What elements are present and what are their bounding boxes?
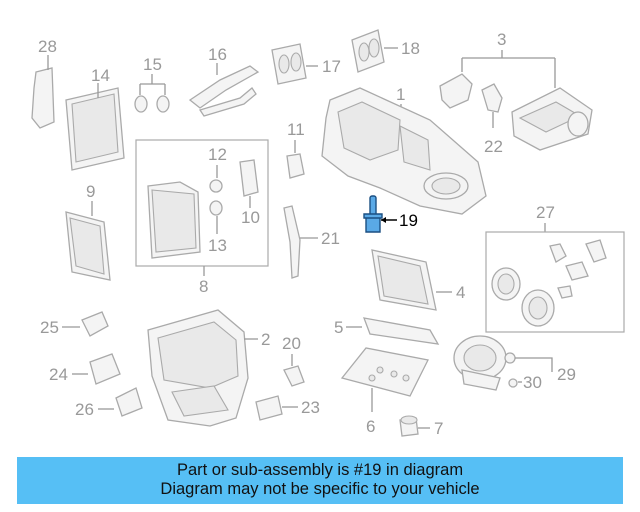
callout-4: 4 [456, 283, 465, 302]
callout-2: 2 [261, 330, 270, 349]
part-8-group: 12 13 10 8 [135, 139, 269, 296]
callout-25: 25 [40, 318, 59, 337]
callout-3: 3 [497, 30, 506, 49]
callout-21: 21 [321, 229, 340, 248]
callout-23: 23 [301, 398, 320, 417]
part-4-filter: 4 [371, 249, 465, 311]
part-7-grommet: 7 [399, 415, 443, 438]
part-18-gasket: 18 [351, 29, 420, 73]
callout-10: 10 [241, 208, 260, 227]
callout-9: 9 [86, 182, 95, 201]
callout-20: 20 [282, 334, 301, 353]
part-6-plate: 6 [340, 347, 429, 436]
callout-13: 13 [208, 236, 227, 255]
part-22-actuator: 22 [481, 83, 503, 156]
callout-1: 1 [396, 85, 405, 104]
part-16-pipe: 16 [188, 45, 260, 117]
callout-19: 19 [399, 211, 418, 230]
part-9-cabin-filter: 9 [65, 182, 111, 281]
part-11-clip: 11 [286, 120, 305, 179]
callout-24: 24 [49, 365, 68, 384]
callout-5: 5 [334, 318, 343, 337]
callout-28: 28 [38, 37, 57, 56]
callout-17: 17 [322, 57, 341, 76]
callout-7: 7 [434, 419, 443, 438]
part-29-blower: 30 29 [453, 335, 576, 392]
callout-15: 15 [143, 55, 162, 74]
part-2-housing: 2 [147, 309, 270, 427]
callout-26: 26 [75, 400, 94, 419]
callout-8: 8 [199, 277, 208, 296]
part-5-bracket: 5 [334, 317, 440, 345]
part-26-sensor: 26 [75, 387, 143, 419]
part-3-assembly: 3 [439, 30, 593, 151]
banner-line-2: Diagram may not be specific to your vehi… [160, 480, 480, 498]
callout-22: 22 [484, 137, 503, 156]
part-24-sensor: 24 [49, 353, 121, 385]
info-banner: Part or sub-assembly is #19 in diagram D… [17, 457, 623, 504]
callout-11: 11 [287, 120, 305, 139]
callout-30: 30 [523, 373, 542, 392]
part-20-sensor: 20 [282, 334, 305, 387]
parts-diagram: 28 14 15 16 17 18 3 [31, 29, 625, 438]
part-23-module: 23 [255, 395, 320, 421]
callout-16: 16 [208, 45, 227, 64]
part-25-clip: 25 [40, 311, 109, 337]
callout-27: 27 [536, 203, 555, 222]
callout-14: 14 [91, 66, 110, 85]
callout-12: 12 [208, 145, 227, 164]
part-14-evaporator: 14 [65, 66, 125, 171]
part-28-bracket: 28 [31, 37, 57, 129]
part-21-hose: 21 [283, 205, 340, 279]
part-15-orings: 15 [134, 55, 170, 113]
part-17-gasket: 17 [271, 43, 341, 85]
part-27-group: 27 [485, 203, 625, 333]
banner-line-1: Part or sub-assembly is #19 in diagram [176, 461, 464, 479]
callout-6: 6 [366, 417, 375, 436]
callout-18: 18 [401, 39, 420, 58]
callout-29: 29 [557, 365, 576, 384]
part-19-highlighted: 19 [363, 195, 418, 233]
part-1-heater-case: 1 [321, 85, 487, 215]
